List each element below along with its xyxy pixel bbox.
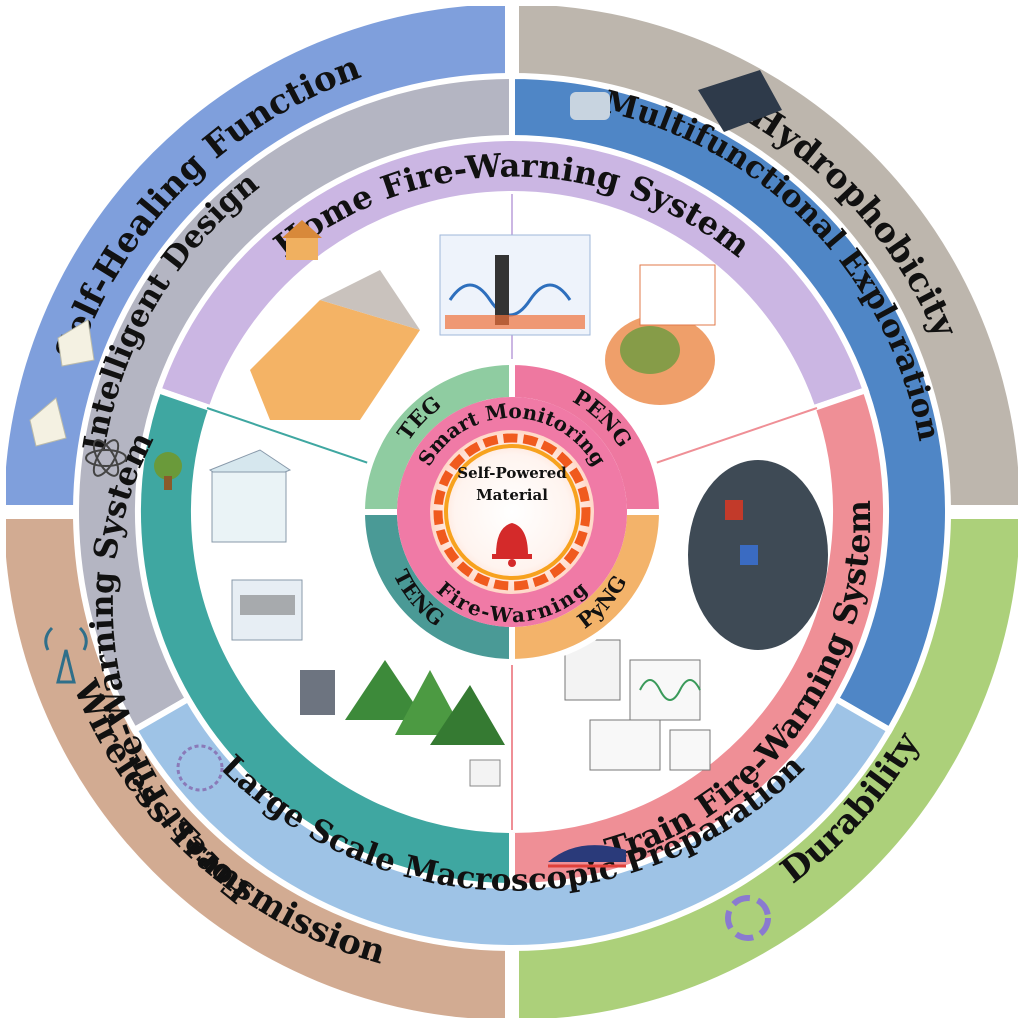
train-icon (548, 845, 626, 868)
core-label-line1: Self-Powered (457, 464, 567, 482)
train-illustration (564, 460, 828, 771)
large-scale-icon (176, 744, 224, 792)
forest-illustration (208, 449, 505, 787)
recycle-icon (725, 895, 771, 941)
tree-icon (154, 452, 182, 490)
bell-icon (492, 523, 532, 567)
core-label-line2: Material (476, 486, 548, 504)
flame-ring-icon (433, 433, 591, 591)
core (397, 397, 627, 627)
hydrophobic-illustration (570, 70, 782, 132)
atom-icon (85, 439, 127, 477)
house-icon (282, 220, 322, 260)
core-disc (430, 430, 594, 594)
generator-ring (358, 358, 666, 666)
self-healing-illustration (29, 319, 95, 447)
home-illustration (250, 234, 716, 420)
antenna-icon (44, 626, 88, 684)
